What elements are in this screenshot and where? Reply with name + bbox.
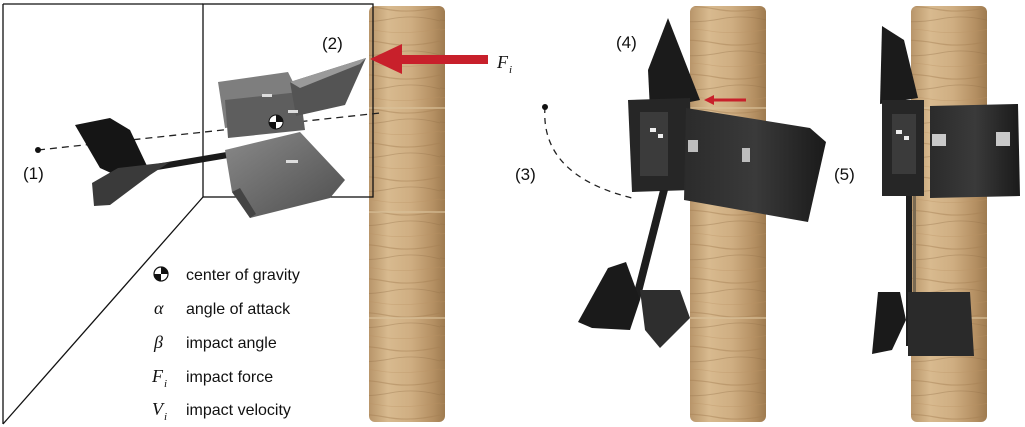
drone-perched [872,26,1020,356]
trajectory-line-1 [37,112,381,151]
legend-text-alpha: angle of attack [186,301,291,318]
center-of-gravity-icon [153,266,169,282]
legend-symbol-force: Fi [151,366,167,390]
start-point-2 [542,104,548,110]
step-label-2: (2) [322,34,343,53]
legend: center of gravity α angle of attack β im… [151,266,300,423]
step-label-1: (1) [23,164,44,183]
trajectory-arc [544,106,633,199]
step-label-5: (5) [834,165,855,184]
cog-marker-1 [268,114,284,130]
drone-rotating [542,18,826,348]
wood-pole-1 [369,6,445,422]
start-point-1 [35,147,41,153]
impact-force-arrow [370,44,488,74]
step-label-4: (4) [616,33,637,52]
legend-symbol-beta: β [153,332,163,352]
legend-text-velocity: impact velocity [186,402,291,419]
legend-text-cog: center of gravity [186,267,300,284]
inset-frame [2,3,374,425]
legend-symbol-velocity: Vi [152,399,167,423]
wood-pole-2 [690,6,766,422]
step-label-3: (3) [515,165,536,184]
wood-pole-3 [911,6,987,422]
force-label: Fi [496,52,512,76]
drone-approach [35,58,381,218]
legend-symbol-alpha: α [154,298,164,318]
legend-text-force: impact force [186,369,273,386]
legend-text-beta: impact angle [186,335,277,352]
